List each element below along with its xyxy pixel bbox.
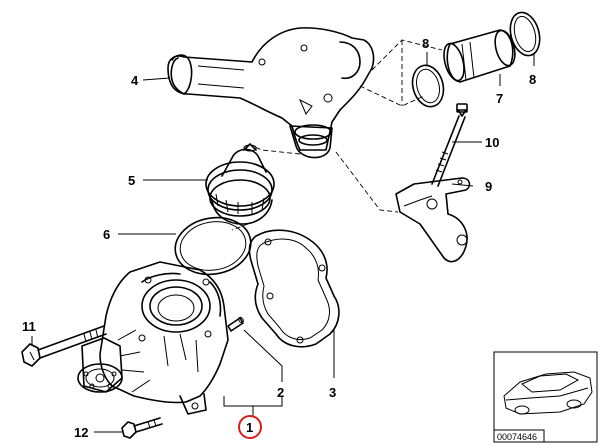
assembly-dashed-lines — [231, 39, 443, 231]
car-icon — [503, 371, 593, 415]
callout-12: 12 — [74, 425, 88, 440]
callout-2: 2 — [277, 385, 284, 400]
callout-8-left: 8 — [422, 36, 429, 51]
callout-5: 5 — [128, 173, 135, 188]
vehicle-thumbnail: 00074646 — [493, 351, 598, 443]
thermostat-part-5[interactable] — [205, 143, 275, 225]
callout-6: 6 — [103, 227, 110, 242]
bolt-part-11[interactable] — [21, 325, 107, 367]
gasket-ring-part-6[interactable] — [171, 212, 256, 280]
flat-gasket-part-3[interactable] — [248, 229, 340, 348]
thermostat-housing-part-4[interactable] — [167, 27, 375, 159]
water-pump-part-1[interactable] — [77, 261, 229, 415]
dowel-pin-part-2[interactable] — [227, 316, 244, 332]
callout-9: 9 — [485, 179, 492, 194]
o-ring-part-8-right[interactable] — [506, 9, 544, 59]
bracket-part-9[interactable] — [395, 177, 471, 263]
diagram-code: 00074646 — [497, 432, 537, 442]
callout-3: 3 — [329, 385, 336, 400]
callout-8-right: 8 — [529, 72, 536, 87]
o-ring-part-8-left[interactable] — [408, 62, 448, 110]
callout-11: 11 — [22, 319, 36, 334]
bolt-part-12[interactable] — [121, 417, 163, 439]
bolt-part-10[interactable] — [431, 103, 468, 187]
leader-lines — [31, 52, 535, 433]
pipe-sleeve-part-7[interactable] — [440, 28, 518, 83]
callout-1: 1 — [246, 420, 253, 435]
callout-4: 4 — [131, 73, 139, 88]
callout-7: 7 — [496, 91, 503, 106]
callout-10: 10 — [485, 135, 499, 150]
callout-1-highlight-circle — [238, 415, 262, 439]
